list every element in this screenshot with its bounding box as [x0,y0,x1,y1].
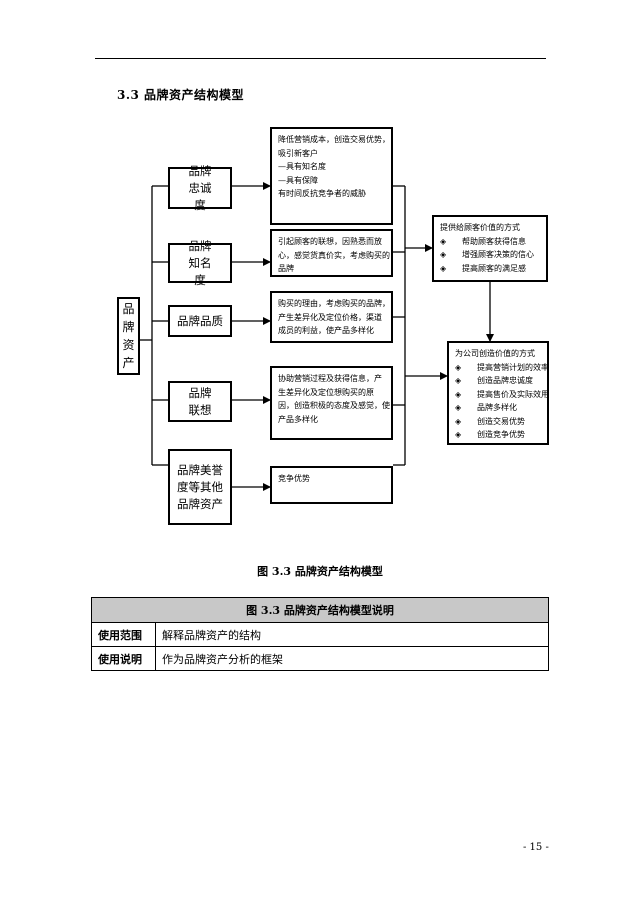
node-brand-loyalty: 品牌忠诚度 [168,164,232,212]
company-value-title: 为公司创造价值的方式 [455,349,535,358]
legend-title: 图 3.3 品牌资产结构模型说明 [91,597,549,623]
diamond-bullet-icon: ◈ [440,250,447,259]
figure-caption: 图 3.3 品牌资产结构模型 [257,565,383,578]
row-value: 解释品牌资产的结构 [155,622,549,647]
customer-value-title: 提供给顾客价值的方式 [440,223,520,232]
row-value: 作为品牌资产分析的框架 [155,646,549,671]
section-title: 3.3 品牌资产结构模型 [117,88,245,102]
diamond-bullet-icon: ◈ [455,376,462,385]
desc-other: 竞争优势 [270,466,393,504]
desc-loyalty: 降低营销成本，创造交易优势， 吸引新客户 —具有知名度 —具有保障 有时间反抗竞… [270,127,393,225]
list-item: ◈创造交易优势 [455,415,541,429]
header-rule [95,58,546,59]
list-item: ◈品牌多样化 [455,401,541,415]
node-brand-quality: 品牌品质 [168,305,232,337]
diamond-bullet-icon: ◈ [440,263,447,273]
list-item: ◈创造品牌忠诚度 [455,374,541,388]
customer-value-box: 提供给顾客价值的方式 ◈帮助顾客获得信息 ◈增强顾客决策的信心 ◈提高顾客的满足… [432,215,548,282]
list-item: ◈创造竞争优势 [455,428,541,442]
node-brand-awareness: 品牌知名度 [168,239,232,287]
list-item: ◈增强顾客决策的信心 [440,248,540,262]
desc-quality: 购买的理由，考虑购买的品牌， 产生差异化及定位价格，渠道 成员的利益，使产品多样… [270,291,393,343]
root-node-brand-asset: 品牌资产 [117,297,140,375]
company-value-box: 为公司创造价值的方式 ◈提高营销计划的效率 ◈创造品牌忠诚度 ◈提高售价及实际效… [447,341,549,445]
diamond-bullet-icon: ◈ [455,403,462,412]
node-brand-association: 品牌联想 [168,381,232,422]
table-row: 使用范围 解释品牌资产的结构 [91,622,549,647]
node-brand-reputation-other: 品牌美誉度等其他品牌资产 [168,449,232,525]
list-item: ◈提高顾客的满足感 [440,262,540,276]
diamond-bullet-icon: ◈ [455,389,462,399]
row-key: 使用范围 [91,622,156,647]
diamond-bullet-icon: ◈ [440,236,447,246]
legend-table: 图 3.3 品牌资产结构模型说明 使用范围 解释品牌资产的结构 使用说明 作为品… [91,597,549,671]
diamond-bullet-icon: ◈ [455,362,462,372]
list-item: ◈帮助顾客获得信息 [440,235,540,249]
list-item: ◈提高售价及实际效用 [455,388,549,402]
table-row: 使用说明 作为品牌资产分析的框架 [91,646,549,671]
desc-association: 协助营销过程及获得信息，产 生差异化及定位想购买的原 因，创造积极的态度及感觉，… [270,366,393,440]
page-number: - 15 - [523,842,549,853]
list-item: ◈提高营销计划的效率 [455,361,549,375]
row-key: 使用说明 [91,646,156,671]
diamond-bullet-icon: ◈ [455,430,462,439]
desc-awareness: 引起顾客的联想，因熟悉而放 心，感觉货真价实，考虑购买的 品牌 [270,229,393,277]
table-header-row: 图 3.3 品牌资产结构模型说明 [91,597,549,623]
diamond-bullet-icon: ◈ [455,416,462,426]
